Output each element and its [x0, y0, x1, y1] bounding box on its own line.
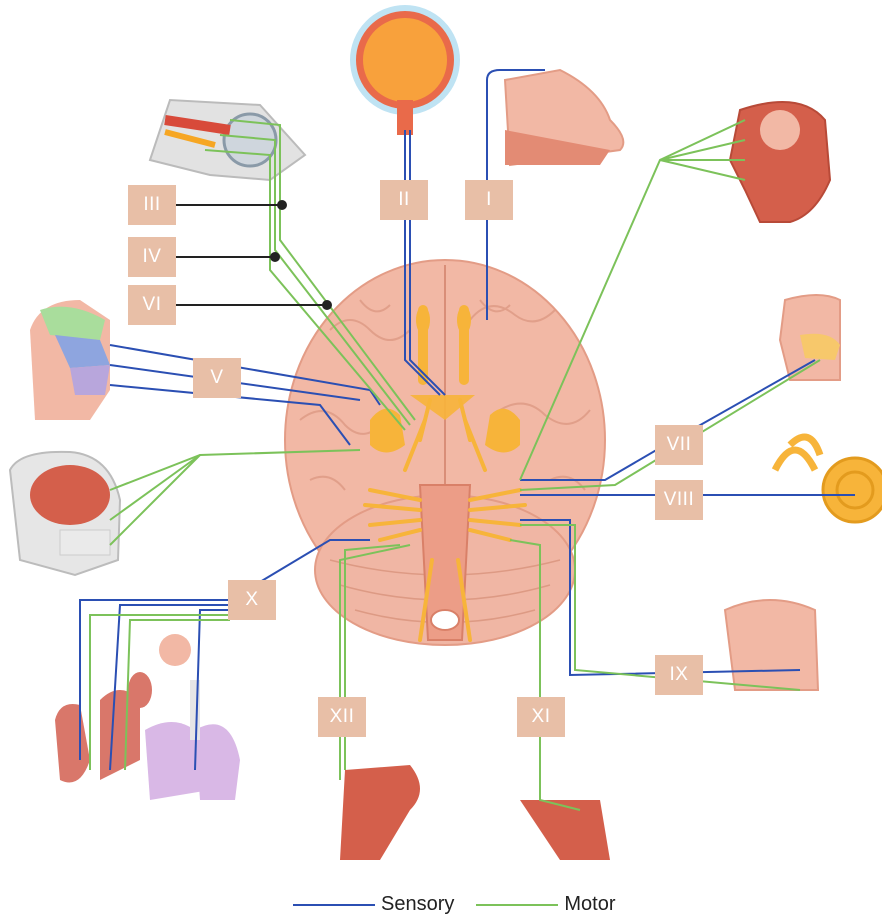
neck-muscles-illustration-xi [520, 800, 610, 860]
nerve-label-VII: VII [655, 425, 703, 465]
nerve-label-XI: XI [517, 697, 565, 737]
tongue-muscles-illustration-xii [340, 765, 420, 860]
nerve-label-VI: VI [128, 285, 176, 325]
nerve-label-IX: IX [655, 655, 703, 695]
legend-sensory-label: Sensory [381, 893, 454, 916]
motor-swatch [476, 904, 558, 906]
nose-illustration [505, 70, 623, 165]
skull-jaw-illustration [10, 452, 120, 575]
viscera-illustration [55, 634, 240, 800]
nerve-label-I: I [465, 180, 513, 220]
nerve-label-XII: XII [318, 697, 366, 737]
orbit-illustration [150, 100, 305, 180]
nerve-label-X: X [228, 580, 276, 620]
eye-illustration [353, 8, 457, 135]
legend: Sensory Motor [293, 893, 616, 916]
nerve-label-IV: IV [128, 237, 176, 277]
nerve-label-III: III [128, 185, 176, 225]
head-dermatomes-illustration [30, 300, 110, 420]
inner-ear-illustration [775, 437, 882, 522]
brain-illustration [285, 260, 605, 645]
nerve-label-V: V [193, 358, 241, 398]
nerve-label-VIII: VIII [655, 480, 703, 520]
legend-motor-label: Motor [564, 893, 615, 916]
nerve-label-II: II [380, 180, 428, 220]
pharynx-illustration-ix [725, 600, 818, 690]
sensory-swatch [293, 904, 375, 906]
